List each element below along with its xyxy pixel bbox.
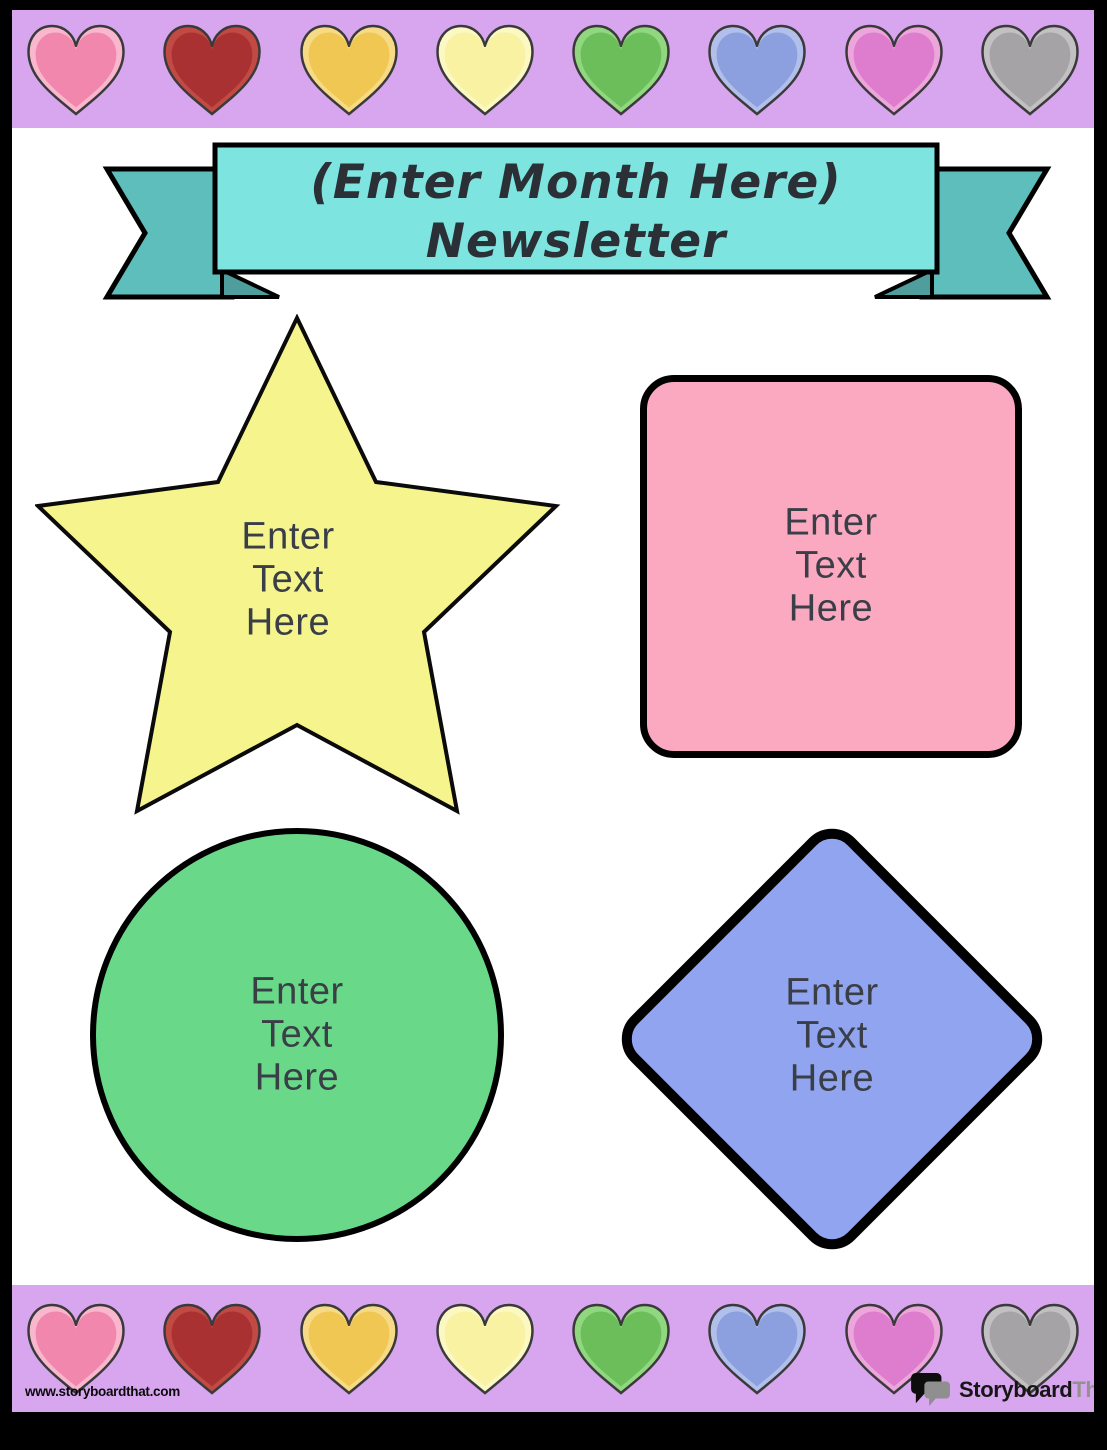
logo-text-black: Storyboard <box>959 1377 1073 1402</box>
pale-yellow-heart-icon <box>436 1303 534 1395</box>
text-line: Text <box>796 1014 868 1057</box>
speech-bubbles-icon <box>911 1372 950 1407</box>
banner-title-line1[interactable]: (Enter Month Here) <box>310 155 842 210</box>
magenta-heart-icon <box>844 24 943 116</box>
gray-heart-icon <box>981 24 1079 116</box>
logo-text-gray: That <box>1072 1377 1094 1402</box>
star-polygon[interactable] <box>35 314 561 815</box>
text-line: Here <box>788 587 874 630</box>
text-line: Enter <box>250 970 344 1013</box>
text-line: Enter <box>241 515 335 558</box>
circle-text[interactable]: Enter Text Here <box>250 971 343 1100</box>
page-frame: (Enter Month Here) Newsletter Enter Text… <box>12 10 1094 1412</box>
text-line: Text <box>252 558 324 601</box>
rounded-square-shape[interactable] <box>640 375 1022 758</box>
storyboard-logo-text: StoryboardThat <box>959 1377 1094 1403</box>
dark-red-heart-icon <box>163 1303 262 1395</box>
star-text[interactable]: Enter Text Here <box>241 516 334 645</box>
green-heart-icon <box>572 24 670 116</box>
title-banner: (Enter Month Here) Newsletter <box>102 142 1052 300</box>
circle-shape[interactable] <box>90 828 504 1242</box>
storyboard-logo: StoryboardThat <box>908 1372 1094 1408</box>
text-line: Enter <box>785 971 879 1014</box>
diamond-text[interactable]: Enter Text Here <box>785 972 878 1101</box>
top-hearts-band <box>12 10 1094 128</box>
text-line: Enter <box>784 501 878 544</box>
text-line: Here <box>254 1056 340 1099</box>
pink-heart-icon <box>27 24 125 116</box>
amber-heart-icon <box>299 24 398 116</box>
gray-heart-icon <box>981 1303 1079 1395</box>
text-line: Text <box>795 544 867 587</box>
bottom-hearts-band <box>12 1285 1094 1412</box>
banner-ribbon <box>212 142 940 275</box>
magenta-heart-icon <box>844 1303 943 1395</box>
pale-yellow-heart-icon <box>436 24 534 116</box>
watermark: www.storyboardthat.com <box>25 1384 180 1399</box>
banner-right-tail <box>919 166 1052 300</box>
text-line: Here <box>789 1057 875 1100</box>
periwinkle-heart-icon <box>708 1303 807 1395</box>
banner-right-fold <box>874 266 934 299</box>
text-line: Here <box>245 601 331 644</box>
banner-title-line2[interactable]: Newsletter <box>426 214 728 269</box>
rounded-square-text[interactable]: Enter Text Here <box>784 502 877 631</box>
star-shape[interactable] <box>35 314 561 816</box>
banner-left-fold <box>220 266 280 299</box>
pink-heart-icon <box>27 1303 125 1395</box>
banner-left-tail <box>102 166 235 300</box>
green-heart-icon <box>572 1303 670 1395</box>
periwinkle-heart-icon <box>708 24 807 116</box>
amber-heart-icon <box>299 1303 398 1395</box>
text-line: Text <box>261 1013 333 1056</box>
dark-red-heart-icon <box>163 24 262 116</box>
